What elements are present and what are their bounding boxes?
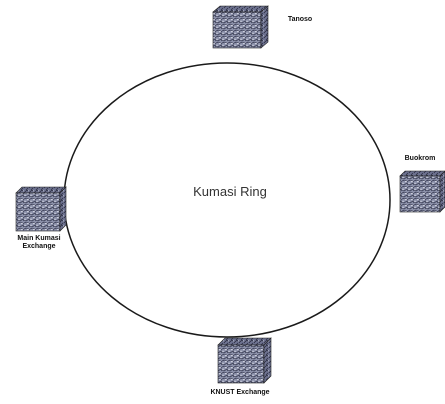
buokrom-label: Buokrom bbox=[395, 155, 445, 163]
ring-title: Kumasi Ring bbox=[150, 184, 310, 199]
main-kumasi-node-icon bbox=[16, 187, 66, 231]
main-kumasi-label: Main Kumasi Exchange bbox=[0, 235, 78, 251]
knust-node-icon bbox=[218, 338, 271, 383]
tanoso-node-icon bbox=[213, 6, 268, 48]
knust-label: KNUST Exchange bbox=[190, 389, 290, 397]
tanoso-label: Tanoso bbox=[270, 16, 330, 24]
buokrom-node-icon bbox=[400, 171, 445, 212]
kumasi-ring bbox=[64, 63, 390, 337]
